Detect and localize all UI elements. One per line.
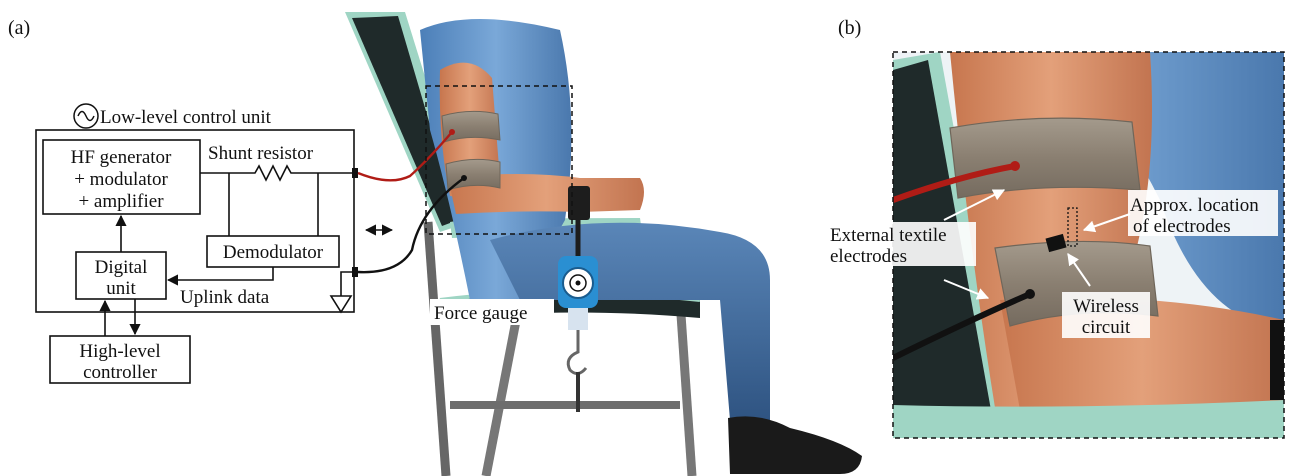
chair-leg-mid [486, 300, 520, 476]
high-level-controller-line-2: controller [83, 362, 158, 383]
label-external-electrodes: External textile electrodes [826, 222, 976, 267]
hf-generator-line-2: + modulator [74, 169, 168, 190]
output-terminal-top [352, 168, 358, 178]
panel-a-label: (a) [8, 17, 30, 39]
high-level-controller-line-1: High-level [79, 341, 160, 362]
chair-leg-back [428, 222, 446, 476]
approx-location-line-2: of electrodes [1133, 216, 1231, 237]
label-approx-location: Approx. location of electrodes [1128, 190, 1278, 237]
gauge-hook [568, 330, 586, 374]
arm-band-upper [442, 111, 500, 142]
shunt-resistor-label: Shunt resistor [208, 143, 314, 164]
external-electrodes-line-2: electrodes [830, 246, 907, 267]
control-unit-title: Low-level control unit [100, 107, 272, 128]
wireless-circuit-line-1: Wireless [1073, 296, 1139, 317]
digital-unit-line-1: Digital [95, 257, 148, 278]
chair-leg-front [680, 300, 692, 476]
seated-person-illustration [345, 12, 862, 476]
digital-unit-line-2: unit [106, 278, 136, 299]
force-gauge-neck [568, 308, 588, 330]
approx-location-line-1: Approx. location [1130, 195, 1259, 216]
hf-generator-line-3: + amplifier [78, 191, 164, 212]
hf-generator-line-1: HF generator [71, 147, 172, 168]
uplink-data-label: Uplink data [180, 287, 270, 308]
shoe [728, 416, 862, 474]
demodulator-label: Demodulator [223, 242, 324, 263]
external-electrodes-line-1: External textile [830, 225, 947, 246]
force-gauge-label: Force gauge [434, 303, 527, 324]
closeup-band-upper [950, 118, 1140, 198]
wireless-circuit-line-2: circuit [1082, 317, 1131, 338]
label-wireless-circuit: Wireless circuit [1062, 292, 1150, 338]
panel-b-label: (b) [838, 17, 861, 39]
ground-icon [331, 272, 354, 312]
sine-wave-icon [74, 104, 98, 128]
shunt-resistor-symbol [200, 166, 354, 180]
arrow-demod-to-digital [168, 267, 273, 280]
